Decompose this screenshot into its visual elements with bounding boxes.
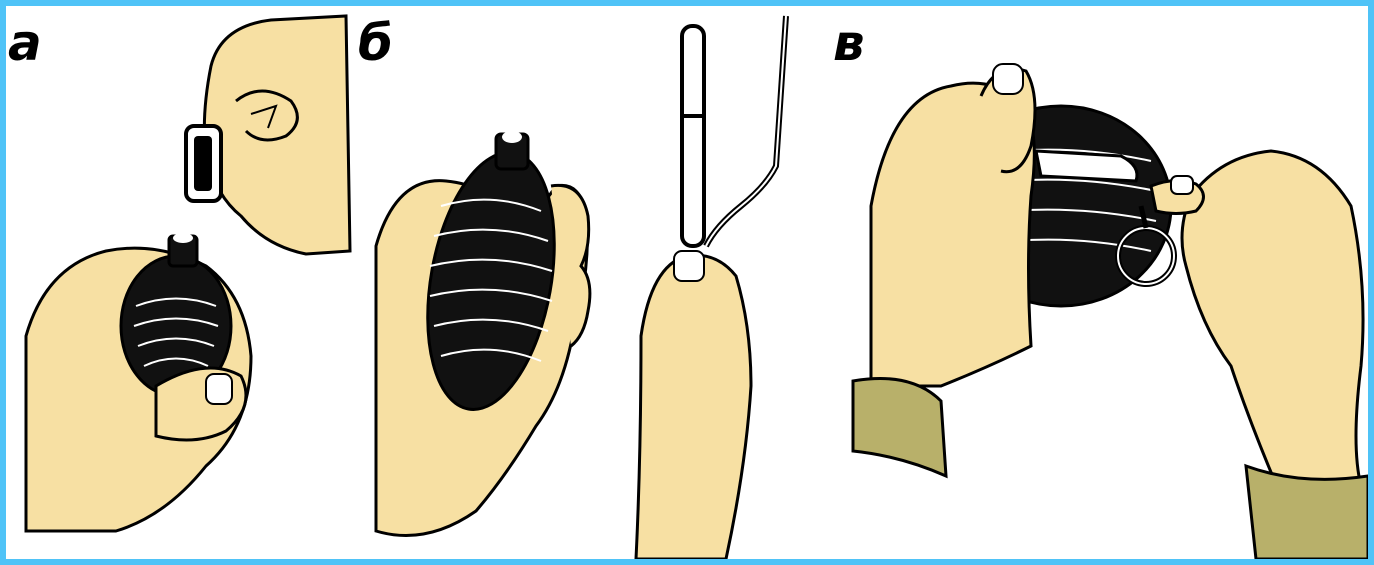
panel-v: в [831, 6, 1368, 559]
right-sleeve [1246, 466, 1368, 559]
upper-hand [204, 16, 350, 254]
panel-a-drawing [6, 6, 356, 559]
panel-b: б [356, 6, 831, 559]
right-hand [1182, 151, 1363, 496]
lever-icon [1036, 151, 1137, 181]
panel-v-drawing [831, 6, 1368, 559]
fuse-icon [682, 26, 704, 246]
right-hand [636, 255, 751, 559]
panel-a: а [6, 6, 356, 559]
illustration-frame: а б [6, 6, 1368, 559]
panel-b-drawing [356, 6, 831, 559]
left-sleeve [853, 379, 946, 477]
lever-icon [706, 16, 786, 246]
